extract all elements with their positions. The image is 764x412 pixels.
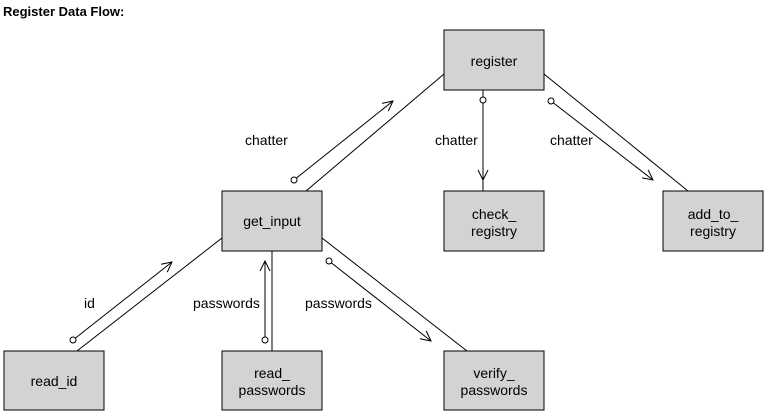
edge-get-input-read-id xyxy=(76,237,223,352)
node-read-passwords[interactable]: read_ passwords xyxy=(221,350,323,411)
node-read-id[interactable]: read_id xyxy=(3,350,105,411)
flow-passwords-read xyxy=(261,261,269,344)
node-get-input[interactable]: get_input xyxy=(221,190,323,252)
structure-edges xyxy=(76,73,689,352)
node-register-label: register xyxy=(471,53,518,69)
flow-chatter-get-input-arrow xyxy=(296,101,393,179)
flow-chatter-check-registry xyxy=(479,96,487,180)
flow-chatter-get-input-tail-circle xyxy=(290,176,298,184)
edge-register-add-to-registry xyxy=(543,73,689,192)
node-verify-passwords-label-line2: passwords xyxy=(461,382,528,398)
flow-chatter-get-input xyxy=(290,101,393,184)
flow-label-id: id xyxy=(84,295,95,311)
flow-id-arrow xyxy=(75,262,172,339)
node-read-passwords-label-line2: passwords xyxy=(239,382,306,398)
flow-id xyxy=(69,262,172,344)
node-check-registry[interactable]: check_ registry xyxy=(443,190,545,252)
flow-label-chatter-get-input: chatter xyxy=(245,132,288,148)
node-add-to-registry-box xyxy=(662,190,764,252)
node-read-id-box xyxy=(3,350,105,411)
flow-label-passwords-read: passwords xyxy=(193,295,260,311)
data-flow-annotations xyxy=(69,96,653,344)
node-check-registry-label-line1: check_ xyxy=(472,206,517,222)
flow-id-tail-circle xyxy=(69,336,77,344)
node-verify-passwords-box xyxy=(443,350,545,411)
node-add-to-registry[interactable]: add_to_ registry xyxy=(662,190,764,252)
node-read-passwords-box xyxy=(221,350,323,411)
edge-register-get-input xyxy=(305,73,445,192)
edge-get-input-verify-passwords xyxy=(321,237,468,352)
node-add-to-registry-label-line2: registry xyxy=(690,223,736,239)
flow-passwords-verify-arrow xyxy=(331,262,431,341)
node-verify-passwords-label-line1: verify_ xyxy=(473,365,514,381)
flow-passwords-verify xyxy=(325,257,431,341)
flow-passwords-read-tail-circle xyxy=(261,336,269,344)
flow-label-passwords-verify: passwords xyxy=(305,295,372,311)
node-get-input-label: get_input xyxy=(243,213,301,229)
node-add-to-registry-label-line1: add_to_ xyxy=(688,206,739,222)
node-read-passwords-label-line1: read_ xyxy=(254,365,290,381)
flow-labels: chatter chatter chatter id passwords pas… xyxy=(84,132,593,311)
flow-label-chatter-add-to-registry: chatter xyxy=(550,132,593,148)
node-register[interactable]: register xyxy=(443,29,545,91)
flow-chatter-add-to-registry-tail-circle xyxy=(547,97,555,105)
node-register-box xyxy=(443,29,545,91)
flow-chatter-add-to-registry-arrow xyxy=(553,102,653,180)
flow-chatter-check-registry-tail-circle xyxy=(479,96,487,104)
node-check-registry-box xyxy=(443,190,545,252)
node-read-id-label: read_id xyxy=(31,373,78,389)
node-get-input-box xyxy=(221,190,323,252)
node-check-registry-label-line2: registry xyxy=(471,223,517,239)
node-verify-passwords[interactable]: verify_ passwords xyxy=(443,350,545,411)
flow-chatter-add-to-registry xyxy=(547,97,653,180)
diagram-title: Register Data Flow: xyxy=(3,4,124,19)
flow-passwords-verify-tail-circle xyxy=(325,257,333,265)
flow-label-chatter-check-registry: chatter xyxy=(435,132,478,148)
